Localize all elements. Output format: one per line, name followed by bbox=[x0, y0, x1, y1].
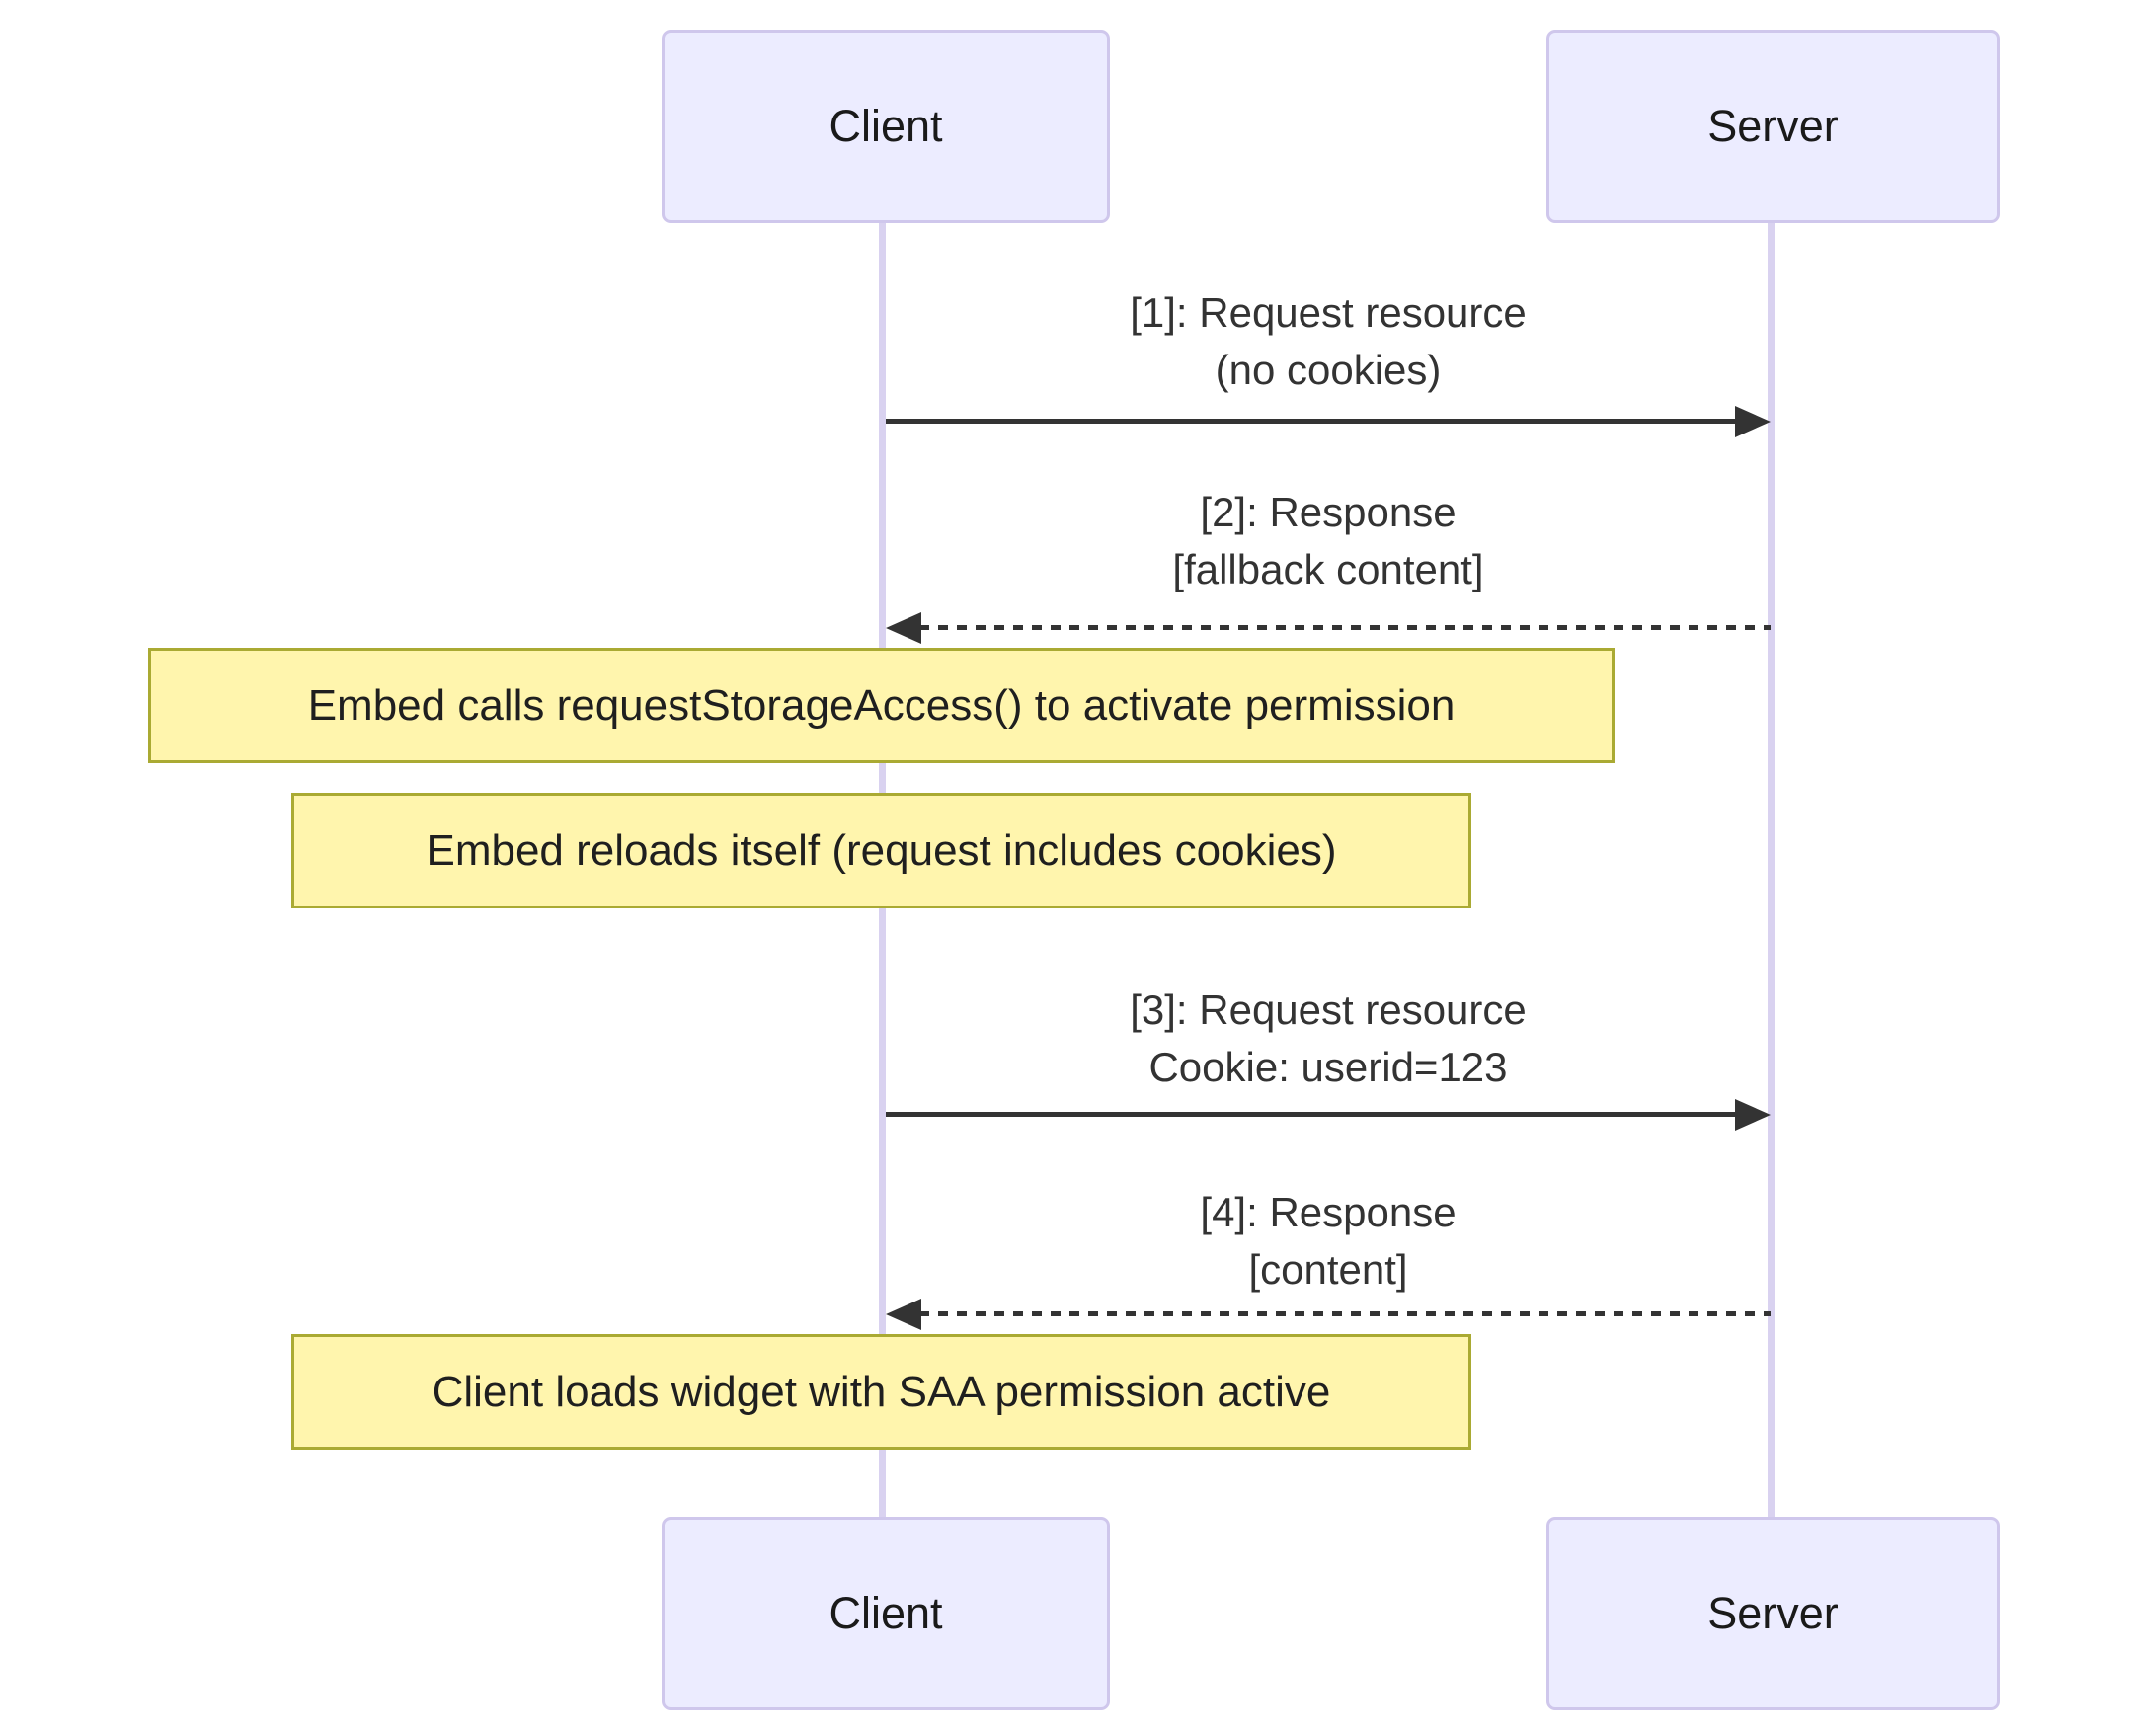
actor-server-top-label: Server bbox=[1707, 101, 1839, 151]
message-1-line bbox=[886, 419, 1737, 424]
message-2-label: [2]: Response [fallback content] bbox=[886, 484, 1771, 598]
message-3-line bbox=[886, 1112, 1737, 1117]
message-3-arrowhead-icon bbox=[1735, 1099, 1771, 1131]
message-2-arrowhead-icon bbox=[886, 612, 921, 644]
actor-server-bottom: Server bbox=[1546, 1517, 2000, 1710]
message-4-line bbox=[919, 1311, 1771, 1316]
note-client-loads-widget: Client loads widget with SAA permission … bbox=[291, 1334, 1471, 1450]
message-4-label: [4]: Response [content] bbox=[886, 1184, 1771, 1299]
message-1-arrowhead-icon bbox=[1735, 406, 1771, 437]
message-2-line2: [fallback content] bbox=[1172, 546, 1484, 592]
note-2-text: Embed reloads itself (request includes c… bbox=[426, 826, 1337, 875]
note-request-storage-access: Embed calls requestStorageAccess() to ac… bbox=[148, 648, 1615, 763]
message-3-line1: [3]: Request resource bbox=[1130, 986, 1527, 1033]
actor-client-bottom-label: Client bbox=[829, 1588, 943, 1638]
message-1-label: [1]: Request resource (no cookies) bbox=[886, 284, 1771, 399]
message-3-line2: Cookie: userid=123 bbox=[1148, 1044, 1508, 1090]
message-3-label: [3]: Request resource Cookie: userid=123 bbox=[886, 982, 1771, 1096]
actor-server-top: Server bbox=[1546, 30, 2000, 223]
note-3-text: Client loads widget with SAA permission … bbox=[432, 1367, 1331, 1416]
message-1-line1: [1]: Request resource bbox=[1130, 289, 1527, 336]
actor-server-bottom-label: Server bbox=[1707, 1588, 1839, 1638]
message-1-line2: (no cookies) bbox=[1215, 347, 1442, 393]
actor-client-top: Client bbox=[662, 30, 1110, 223]
note-embed-reloads: Embed reloads itself (request includes c… bbox=[291, 793, 1471, 908]
message-2-line bbox=[919, 625, 1771, 630]
message-4-arrowhead-icon bbox=[886, 1299, 921, 1330]
message-2-line1: [2]: Response bbox=[1200, 489, 1457, 535]
message-4-line2: [content] bbox=[1248, 1246, 1408, 1293]
note-1-text: Embed calls requestStorageAccess() to ac… bbox=[307, 680, 1456, 730]
actor-client-top-label: Client bbox=[829, 101, 943, 151]
message-4-line1: [4]: Response bbox=[1200, 1189, 1457, 1235]
server-lifeline bbox=[1768, 223, 1775, 1517]
actor-client-bottom: Client bbox=[662, 1517, 1110, 1710]
